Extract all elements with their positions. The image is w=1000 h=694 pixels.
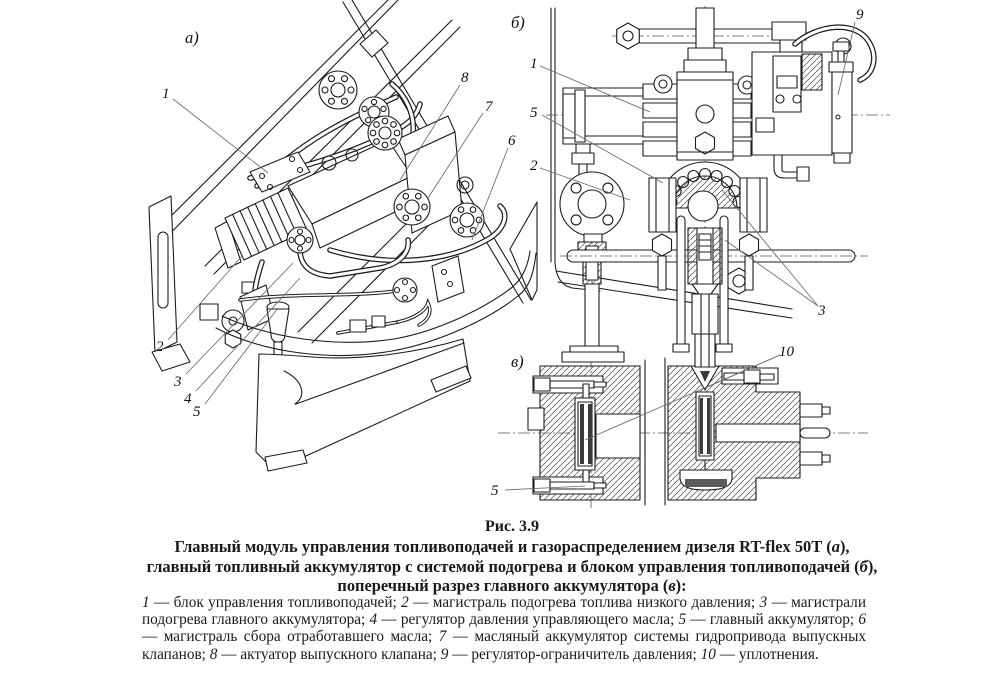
- legend-item-number: 4: [369, 611, 378, 629]
- caption-text: Главный модуль управления топливоподачей…: [174, 537, 832, 556]
- injection-control-unit: [751, 21, 833, 182]
- callout-b-1: 1: [530, 56, 538, 72]
- callout-b-3: 3: [817, 303, 826, 319]
- callout-v-5: 5: [491, 483, 499, 499]
- figure-legend: 1 — блок управления топливоподачей; 2 — …: [142, 594, 866, 663]
- legend-item-text: — магистрали подогрева главного аккумуля…: [142, 594, 867, 629]
- legend-item-text: — масляный аккумулятор системы гидроприв…: [142, 628, 867, 663]
- flange-valves: [286, 70, 485, 254]
- heating-line-flange: [559, 171, 625, 363]
- legend-item-number: 2: [401, 594, 409, 611]
- accumulator-section-right: [667, 365, 831, 501]
- callout-b-2: 2: [530, 158, 538, 174]
- legend-item-text: — актуатор выпускного клапана;: [217, 645, 441, 663]
- callout-a-5: 5: [193, 404, 201, 420]
- legend-item-text: — блок управления топливоподачей;: [149, 594, 402, 611]
- legend-item-number: 8: [209, 645, 218, 663]
- module-housing: [215, 201, 538, 472]
- view-a-label: а): [185, 28, 199, 47]
- legend-item-text: — главный аккумулятор;: [686, 611, 859, 629]
- callout-a-2: 2: [156, 339, 164, 355]
- rail-clamp: [359, 29, 389, 58]
- callout-a-6: 6: [508, 133, 516, 149]
- view-b-label: б): [511, 13, 525, 32]
- seal-pack: [685, 479, 727, 487]
- legend-item-number: 9: [440, 645, 449, 663]
- legend-item-text: — регулятор-ограничитель давления;: [448, 645, 701, 663]
- callouts-view-a: а) 1 8 7 6 2 3 4 5: [156, 28, 516, 420]
- callout-a-8: 8: [461, 70, 469, 86]
- view-v-drawing: в) 10 5: [491, 344, 868, 508]
- legend-item-number: 10: [700, 645, 716, 663]
- pressure-limiter: [792, 24, 877, 164]
- injection-valve-stem: [672, 215, 733, 368]
- legend-item-number: 6: [858, 611, 866, 629]
- caption-text: ):: [675, 576, 687, 595]
- legend-item-text: — магистраль подогрева топлива низкого д…: [408, 594, 760, 611]
- view-b-drawing: б) 9 1 5 2 3: [511, 6, 890, 368]
- view-a-drawing: а) 1 8 7 6 2 3 4 5: [148, 0, 538, 472]
- figure-number: Рис. 3.9: [484, 518, 540, 535]
- legend-item-text: — регулятор давления управляющего масла;: [377, 611, 679, 629]
- callouts-view-b: б) 9 1 5 2 3: [511, 7, 864, 319]
- legend-item-number: 1: [142, 594, 150, 611]
- figure-title: Главный модуль управления топливоподачей…: [142, 537, 882, 596]
- callout-a-7: 7: [485, 99, 494, 115]
- fuel-control-block: [653, 71, 757, 161]
- callout-a-3: 3: [173, 374, 182, 390]
- caption-view-letter-v: в: [668, 576, 676, 595]
- caption-view-letter-b: б: [859, 556, 868, 576]
- legend-item-number: 3: [759, 594, 768, 611]
- figure-caption: Рис. 3.9 Главный модуль управления топли…: [142, 518, 882, 596]
- callouts-view-v: в) 10 5: [491, 344, 795, 499]
- legend-item-text: — магистраль сбора отработавшего масла;: [142, 628, 439, 646]
- caption-view-letter-a: а: [831, 537, 840, 556]
- view-v-label: в): [511, 352, 524, 371]
- callout-b-5: 5: [530, 105, 538, 121]
- callout-v-10: 10: [779, 344, 795, 360]
- caption-text: ), поперечный разрез главного аккумулято…: [337, 556, 878, 596]
- caption-text: ), главный топливный аккумулятор с систе…: [146, 537, 860, 576]
- callout-b-9: 9: [856, 7, 864, 23]
- callout-a-4: 4: [184, 391, 192, 407]
- legend-item-number: 7: [438, 628, 447, 646]
- legend-item-text: — уплотнения.: [715, 645, 819, 663]
- legend-item-number: 5: [678, 611, 687, 629]
- accumulator-section-left: [527, 365, 641, 501]
- callout-a-1: 1: [162, 86, 170, 102]
- figure-drawings: а) 1 8 7 6 2 3 4 5: [148, 0, 890, 508]
- accumulator-dome: [648, 161, 768, 291]
